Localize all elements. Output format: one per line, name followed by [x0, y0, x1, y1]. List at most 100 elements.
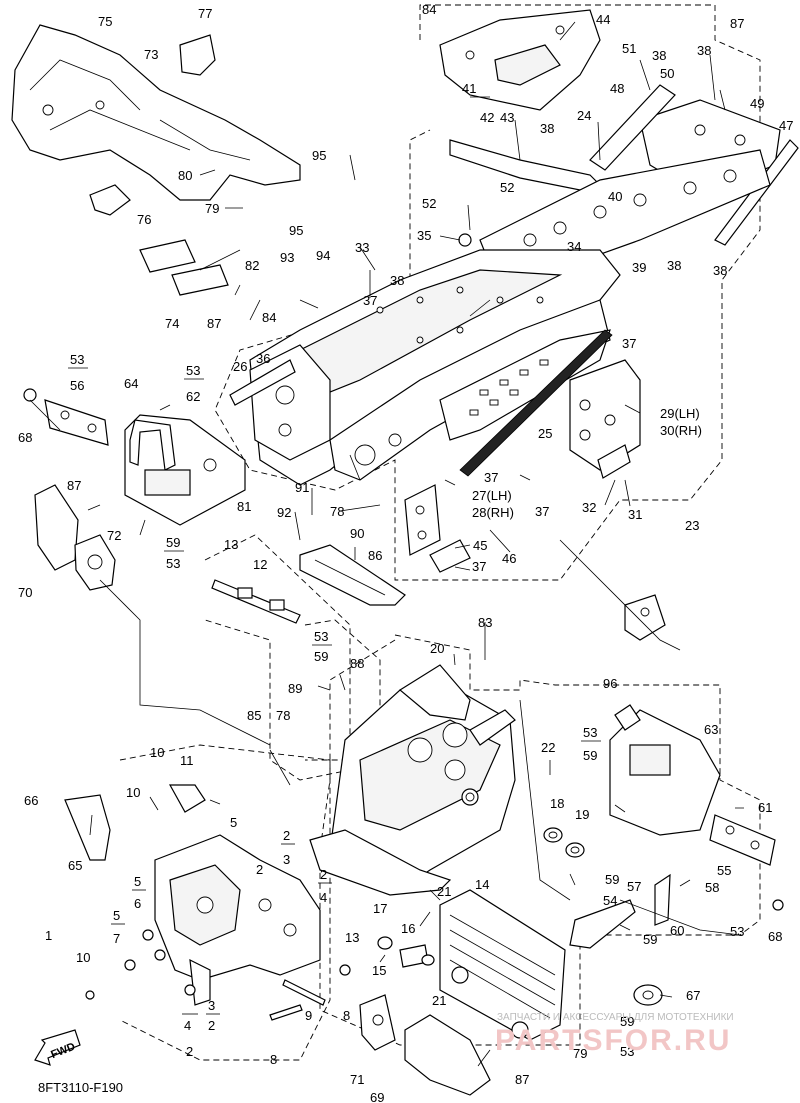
callout-69: 69	[370, 1090, 384, 1103]
callout-60: 60	[670, 923, 684, 938]
callout-95-top: 95	[312, 148, 326, 163]
callout-36: 36	[256, 351, 270, 366]
callout-65: 65	[68, 858, 82, 873]
callout-31: 31	[628, 507, 642, 522]
callout-42: 42	[480, 110, 494, 125]
callout-16: 16	[401, 921, 415, 936]
part-12-rod	[211, 579, 301, 624]
callout-11: 11	[180, 753, 194, 768]
part-67-hub	[633, 984, 663, 1006]
callout-41: 41	[462, 81, 476, 96]
callout-53-g: 53	[620, 1044, 634, 1059]
callout-3-a: 3	[283, 852, 290, 867]
callout-53-f: 53	[730, 924, 744, 939]
callout-90: 90	[350, 526, 364, 541]
callout-35: 35	[417, 228, 431, 243]
callout-2-e: 2	[186, 1044, 193, 1059]
callout-79-b: 79	[573, 1046, 587, 1061]
callout-71: 71	[350, 1072, 364, 1087]
callout-51: 51	[622, 41, 636, 56]
callout-88: 88	[350, 656, 364, 671]
callout-64: 64	[124, 376, 138, 391]
part-chassis	[309, 664, 516, 896]
callout-82: 82	[245, 258, 259, 273]
callout-55: 55	[717, 863, 731, 878]
callout-61: 61	[758, 800, 772, 815]
callout-53-a: 53	[70, 352, 84, 367]
callout-46: 46	[502, 551, 516, 566]
callout-78-b: 78	[276, 708, 290, 723]
callout-89: 89	[288, 681, 302, 696]
callout-6: 6	[134, 896, 141, 911]
callout-56: 56	[70, 378, 84, 393]
callout-57: 57	[627, 879, 641, 894]
callout-20: 20	[430, 641, 444, 656]
callout-73: 73	[144, 47, 158, 62]
callout-45: 45	[473, 538, 487, 553]
callout-79: 79	[205, 201, 219, 216]
callout-27lh: 27(LH)	[472, 488, 512, 503]
callout-72: 72	[107, 528, 121, 543]
callout-40: 40	[608, 189, 622, 204]
callout-96: 96	[603, 676, 617, 691]
callout-labels: 84 44 87 75 77 73 51 38 38 50 48 41 49 4…	[18, 2, 793, 1103]
callout-95-mid: 95	[289, 223, 303, 238]
callout-29lh: 29(LH)	[660, 406, 700, 421]
callout-52-a: 52	[500, 180, 514, 195]
part-15-16-17-spacers	[377, 936, 435, 968]
watermark-tagline: ЗАПЧАСТИ И АКСЕССУАРЫ ДЛЯ МОТОТЕХНИКИ	[497, 1012, 734, 1023]
part-76-74-pads	[139, 239, 229, 296]
callout-12: 12	[253, 557, 267, 572]
part-63-block	[609, 704, 721, 836]
part-bolts	[85, 233, 784, 1021]
callout-4-a: 4	[320, 890, 327, 905]
callout-26: 26	[233, 359, 247, 374]
callout-67: 67	[686, 988, 700, 1003]
callout-30rh: 30(RH)	[660, 423, 702, 438]
part-75-front-spar	[11, 24, 301, 216]
callout-94: 94	[316, 248, 330, 263]
callout-85: 85	[247, 708, 261, 723]
fraction-bars	[68, 96, 601, 1015]
callout-4-b: 4	[184, 1018, 191, 1033]
callout-2-c: 2	[320, 867, 327, 882]
part-60-bracket	[654, 873, 671, 926]
part-24-upper-plate	[439, 9, 601, 111]
callout-53-b: 53	[186, 363, 200, 378]
callout-39: 39	[632, 260, 646, 275]
callout-87-bottom: 87	[515, 1072, 529, 1087]
callout-91: 91	[295, 480, 309, 495]
callout-48: 48	[610, 81, 624, 96]
callout-1: 1	[45, 928, 52, 943]
callout-37-b: 37	[622, 336, 636, 351]
callout-32: 32	[582, 500, 596, 515]
callout-37-c: 37	[484, 470, 498, 485]
part-69-71-lower	[359, 994, 491, 1096]
callout-77: 77	[198, 6, 212, 21]
callout-43: 43	[500, 110, 514, 125]
callout-49: 49	[750, 96, 764, 111]
part-56-plate	[23, 388, 109, 446]
callout-33: 33	[355, 240, 369, 255]
callout-9: 9	[305, 1008, 312, 1023]
callout-53-d: 53	[314, 629, 328, 644]
callout-2-d: 2	[208, 1018, 215, 1033]
callout-7: 7	[113, 931, 120, 946]
part-70-72-plates	[34, 484, 116, 591]
callout-14: 14	[475, 877, 489, 892]
callout-74: 74	[165, 316, 179, 331]
diagram-code: 8FT3110-F190	[38, 1080, 123, 1095]
callout-59-b: 59	[314, 649, 328, 664]
part-14-radiator	[439, 889, 566, 1041]
part-18-19-bushings	[543, 827, 585, 858]
callout-58: 58	[705, 880, 719, 895]
callout-2-b: 2	[256, 862, 263, 877]
watermark: ЗАПЧАСТИ И АКСЕССУАРЫ ДЛЯ МОТОТЕХНИКИ PA…	[495, 1012, 734, 1057]
callout-59-e: 59	[643, 932, 657, 947]
callout-44: 44	[596, 12, 610, 27]
callout-17: 17	[373, 901, 387, 916]
part-64-handle	[124, 414, 246, 526]
callout-25: 25	[538, 426, 552, 441]
callout-18: 18	[550, 796, 564, 811]
part-41-bar	[449, 139, 601, 193]
